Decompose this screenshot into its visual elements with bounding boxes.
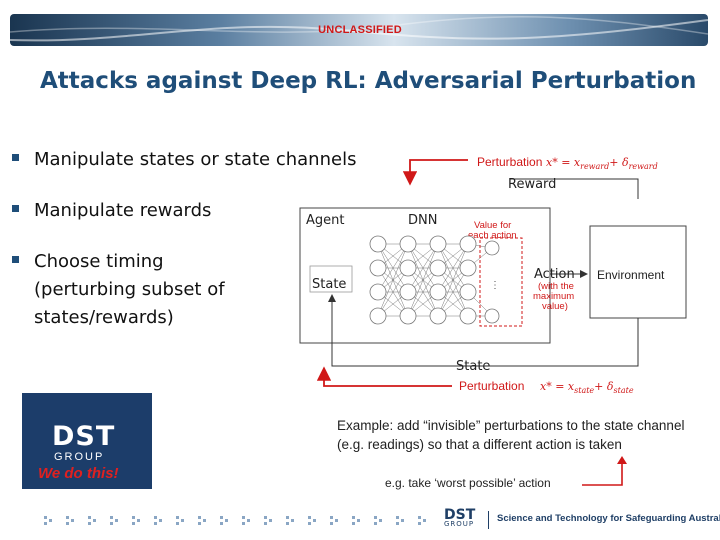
- reward-perturbation-formula: x* = xreward+ δreward: [546, 156, 658, 171]
- caption-arrow: [580, 455, 630, 490]
- bullet-text: Choose timing: [34, 249, 164, 275]
- bullet-mark: [12, 205, 19, 212]
- example-subcaption: e.g. take ‘worst possible’ action: [385, 476, 551, 490]
- state-perturbation-formula: x* = xstate+ δstate: [540, 380, 634, 395]
- logo-group-text: GROUP: [54, 451, 104, 463]
- logo-tagline: We do this!: [38, 465, 119, 482]
- action-label: Action: [534, 267, 575, 282]
- agent-label: Agent: [306, 213, 344, 228]
- environment-label: Environment: [597, 268, 665, 282]
- reward-label: Reward: [508, 177, 556, 192]
- dst-group-logo: DST GROUP We do this!: [22, 393, 152, 489]
- bullet-text: states/rewards): [34, 305, 174, 331]
- value-label-2: each action: [468, 230, 517, 241]
- slide-title: Attacks against Deep RL: Adversarial Per…: [40, 68, 696, 94]
- state-bottom-label: State: [456, 359, 490, 374]
- footer-tagline: Science and Technology for Safeguarding …: [497, 513, 720, 524]
- bullet-mark: [12, 154, 19, 161]
- example-caption: Example: add “invisible” perturbations t…: [337, 416, 707, 454]
- logo-dst-text: DST: [52, 421, 115, 452]
- state-perturbation-label: Perturbation: [459, 379, 524, 393]
- dnn-label: DNN: [408, 213, 437, 228]
- footer-logo-sub: GROUP: [444, 520, 475, 528]
- action-sub-3: value): [542, 301, 568, 312]
- state-perturbation-arrow: [324, 370, 452, 386]
- footer-dst-logo: DST GROUP: [444, 507, 475, 528]
- bullet-text: Manipulate rewards: [34, 198, 211, 224]
- footer-divider: [488, 511, 489, 529]
- dnn-ellipsis: ⋮: [490, 280, 500, 291]
- footer-dots-pattern: [40, 510, 440, 530]
- bullet-mark: [12, 256, 19, 263]
- state-label: State: [312, 277, 346, 292]
- bullet-text: (perturbing subset of: [34, 277, 225, 303]
- classification-label: UNCLASSIFIED: [0, 24, 720, 36]
- reward-perturbation-arrow: [410, 160, 468, 182]
- rl-attack-diagram: Perturbation x* = xreward+ δreward Rewar…: [296, 146, 720, 396]
- reward-perturbation-label: Perturbation: [477, 155, 542, 169]
